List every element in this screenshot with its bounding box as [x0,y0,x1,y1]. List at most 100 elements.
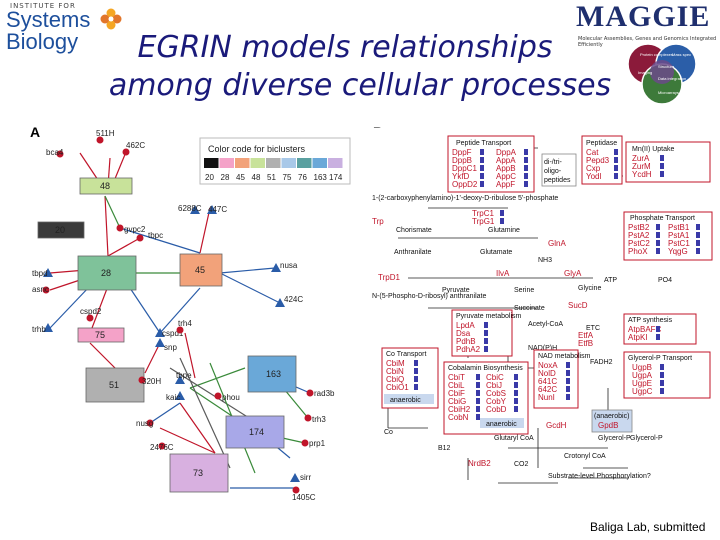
gene-marker [660,372,664,378]
network-node [304,414,312,422]
legend-value: 75 [283,173,292,182]
anaerobic-highlight [480,418,524,428]
bicluster-label: 20 [55,225,65,235]
metabolite-label: N-(5-Phospho-D-ribosyl) anthranilate [372,293,486,300]
gene-marker [656,326,660,332]
network-node [306,389,314,397]
legend-swatch [281,158,296,168]
box-title: ATP synthesis [628,317,673,324]
venn-label: Data integration [658,76,686,81]
metabolite-label: NAD(P)H [528,345,557,352]
gene-label: AtpKI [628,333,648,342]
network-node [116,224,124,232]
metabolite-label: Co [384,429,393,436]
gene-label: PstB1 [668,223,690,232]
gene-marker [566,394,570,400]
bicluster-label: 163 [266,369,281,379]
node-label: kaic [166,393,180,402]
maggie-logo: MAGGIE [576,0,711,33]
gene-label: PdhA2 [456,345,481,354]
bicluster-box-73 [169,453,229,493]
network-node [56,150,64,158]
gene-marker [524,181,528,187]
metabolite-label: Glutamine [488,227,520,234]
bicluster-box-51 [85,367,145,403]
metabolite-label: Glutamate [480,249,512,256]
venn-label: Protein complexes [640,52,673,57]
gene-label: CbiF [448,389,465,398]
gene-marker [476,382,480,388]
network-node [292,486,300,494]
network-node [175,391,185,400]
network-node [207,205,217,214]
isb-logo-line2: Biology [6,29,79,54]
gene-label: CbiM [386,359,405,368]
isb-logo-line1: Systems [6,7,91,32]
legend-swatch [266,158,281,168]
gene-marker [614,165,618,171]
gene-marker [476,398,480,404]
venn-label: Microarrays [658,90,679,95]
page-title-line2: among diverse cellular processes [108,68,612,103]
gene-marker [484,346,488,352]
gene-marker [514,390,518,396]
metabolite-label: Acetyl-CoA [528,321,563,328]
gene-label: CbiO1 [386,383,409,392]
gene-marker [414,376,418,382]
gene-marker [414,368,418,374]
legend-value: 45 [236,173,245,182]
gene-label: 641C [538,377,557,386]
node-label: tbpe [176,371,192,380]
network-node [271,263,281,272]
metabolite-label: GlyA [564,269,582,278]
gene-marker [660,364,664,370]
di-tri-box [541,153,577,187]
bicluster-box-174 [225,415,285,449]
network-node [176,326,184,334]
bicluster-label: 45 [195,265,205,275]
legend-value: 20 [205,173,214,182]
gene-marker [660,163,664,169]
gene-marker [524,165,528,171]
gene-label: CbiC [486,373,504,382]
gene-label: UgpC [632,387,653,396]
box-title: Cobalamin Biosynthesis [448,365,523,372]
gene-label: CbiH2 [448,405,471,414]
gene-label: AppA [496,156,516,165]
gene-marker [484,330,488,336]
gene-label: Pepd3 [586,156,610,165]
node-label: nusg [136,419,153,428]
gene-marker [480,165,484,171]
box-title: NAD metabolism [538,353,591,360]
gene-label: Yodl [586,172,602,181]
metabolite-label: Crotonyl CoA [564,453,606,460]
gene-marker [656,240,660,246]
network-node [138,376,146,384]
gene-label: CobD [486,405,507,414]
gene-marker [514,374,518,380]
gene-label: AppC [496,172,516,181]
legend-value: 174 [329,173,343,182]
bicluster-label: 48 [100,181,110,191]
network-node [290,473,300,482]
network-node [155,338,165,347]
node-label: prp1 [309,439,326,448]
gene-marker [696,240,700,246]
node-label: sirr [300,473,311,482]
network-node [146,419,154,427]
network-node [275,298,285,307]
node-label: 424C [284,295,303,304]
bicluster-box-28 [77,255,137,291]
network-node [301,439,309,447]
node-label: tbpd [32,269,48,278]
node-label: tbpc [148,231,163,240]
gene-marker [566,362,570,368]
gene-marker [480,181,484,187]
metabolite-label: B12 [438,445,451,452]
isb-logo: INSTITUTE FOR Systems Biology [6,2,126,54]
network-node [214,392,222,400]
di-tri-label: oligo- [544,168,562,175]
metabolite-label: Serine [514,287,534,294]
gene-marker [660,388,664,394]
